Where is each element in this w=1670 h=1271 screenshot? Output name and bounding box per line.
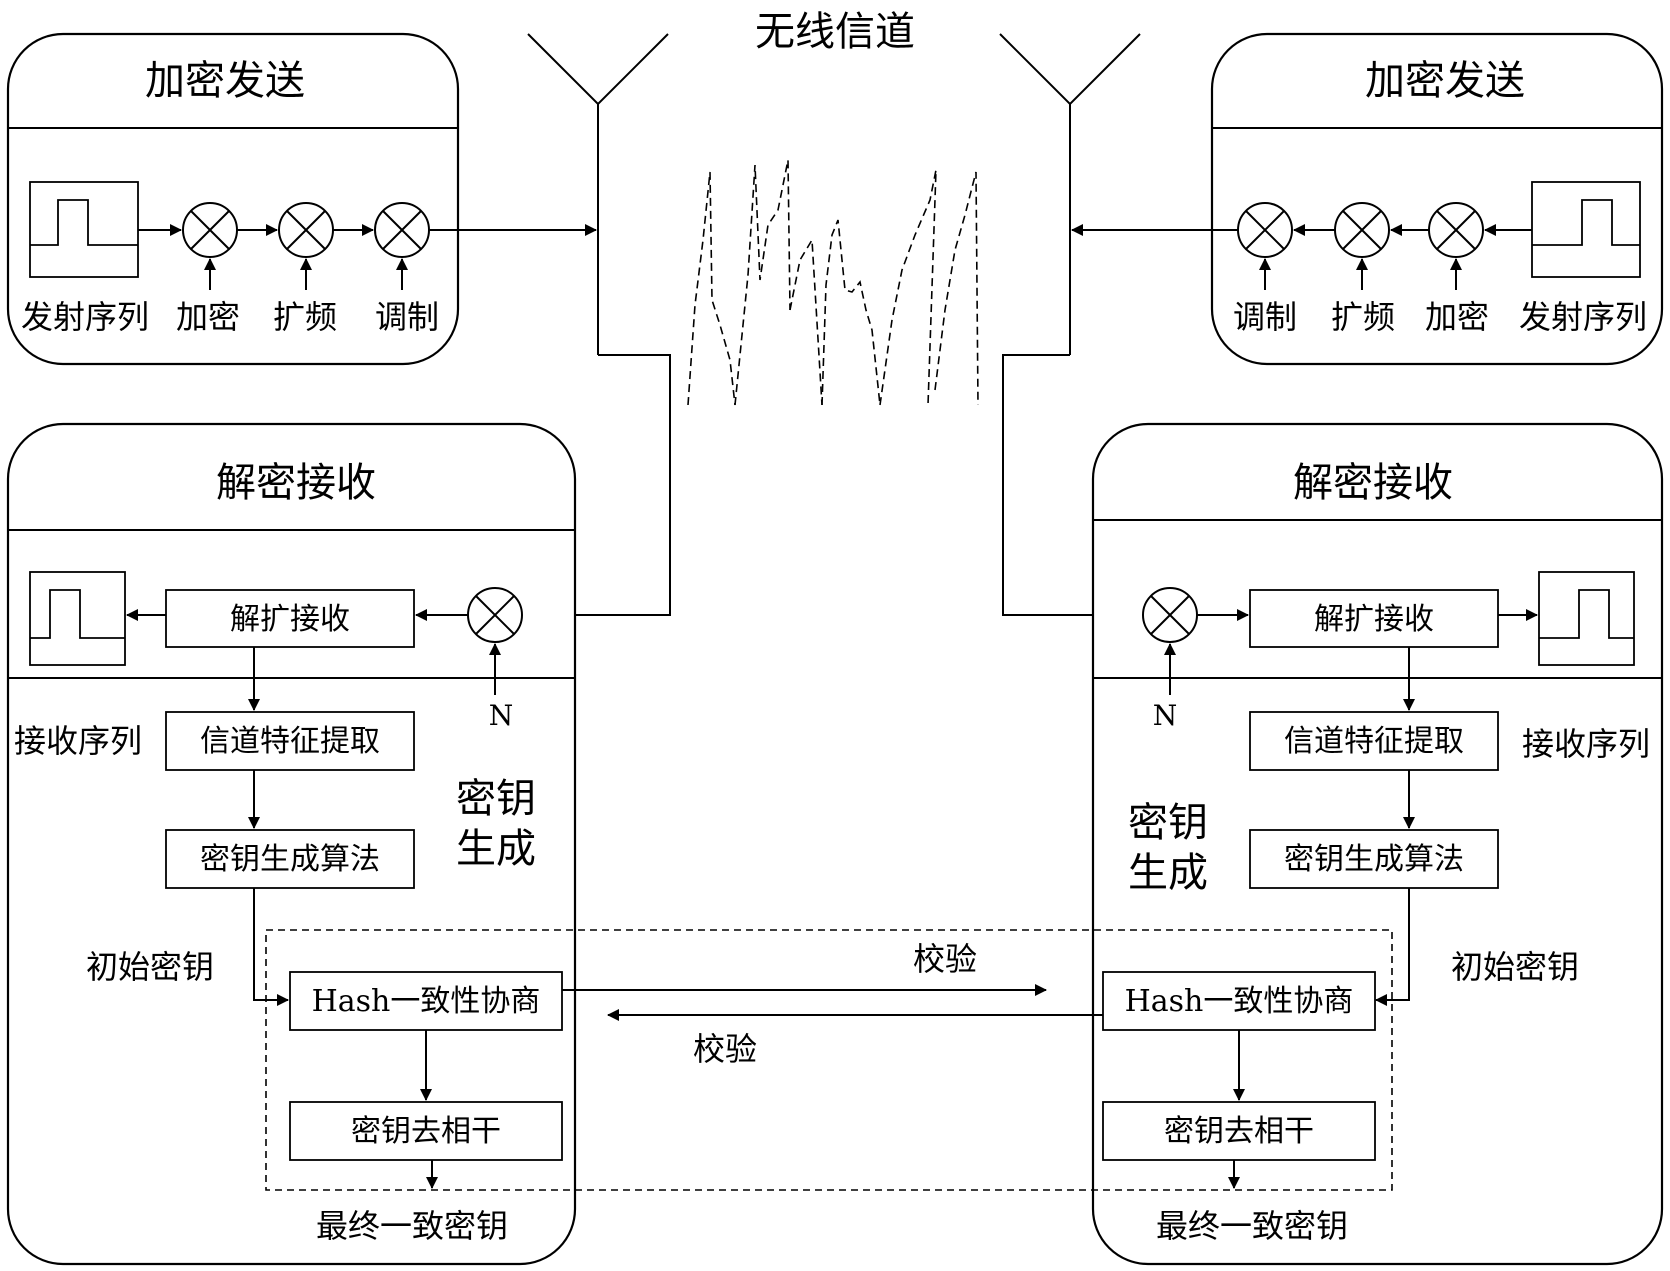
left-receiver-panel: 解密接收 解扩接收 N 接收序列 信道特征提取 密钥生成算法 密钥 生成 初始密… (8, 424, 575, 1264)
right-tx-spread-label: 扩频 (1331, 298, 1395, 336)
right-keygen-label: 密钥生成算法 (1284, 842, 1464, 877)
right-feature-label: 信道特征提取 (1284, 724, 1464, 759)
left-keygen-heading-1: 密钥 (456, 776, 536, 822)
right-keygen-heading-2: 生成 (1128, 850, 1208, 896)
right-initial-key-label: 初始密钥 (1451, 948, 1579, 986)
left-tx-spread-label: 扩频 (273, 298, 337, 336)
right-keygen-heading-1: 密钥 (1128, 800, 1208, 846)
right-tx-modulate-label: 调制 (1233, 298, 1297, 336)
left-keygen-label: 密钥生成算法 (200, 842, 380, 877)
left-noise-label: N (489, 699, 514, 732)
right-transmitter-panel: 加密发送 调制 扩频 加密 发射序列 (1212, 34, 1662, 364)
right-tx-title: 加密发送 (1365, 58, 1525, 104)
left-feature-label: 信道特征提取 (200, 724, 380, 759)
right-receive-seq-label: 接收序列 (1522, 725, 1650, 763)
right-final-key-label: 最终一致密钥 (1156, 1207, 1348, 1245)
left-receive-seq-label: 接收序列 (14, 722, 142, 760)
right-hash-label: Hash一致性协商 (1125, 984, 1354, 1019)
left-initial-key-label: 初始密钥 (86, 948, 214, 986)
channel-title: 无线信道 (755, 9, 915, 55)
left-transmitter-panel: 加密发送 发射序列 加密 扩频 调制 (8, 34, 458, 364)
left-tx-sequence-icon (30, 182, 138, 277)
right-tx-encrypt-label: 加密 (1425, 298, 1489, 336)
right-decorrelate-label: 密钥去相干 (1164, 1114, 1314, 1149)
right-tx-sequence-label: 发射序列 (1519, 298, 1647, 336)
right-rx-sequence-icon (1539, 572, 1634, 665)
left-tx-modulate-label: 调制 (375, 298, 439, 336)
left-despread-label: 解扩接收 (230, 602, 350, 637)
verify-bottom-label: 校验 (693, 1030, 757, 1068)
left-hash-label: Hash一致性协商 (312, 984, 541, 1019)
right-despread-label: 解扩接收 (1314, 602, 1434, 637)
left-final-key-label: 最终一致密钥 (316, 1207, 508, 1245)
right-receiver-panel: 解密接收 N 解扩接收 信道特征提取 接收序列 密钥生成算法 密钥 生成 初始密… (1093, 424, 1662, 1264)
left-rx-title: 解密接收 (216, 460, 376, 506)
left-rx-sequence-icon (30, 572, 125, 665)
right-tx-sequence-icon (1532, 182, 1640, 277)
right-antenna-icon (1000, 34, 1140, 355)
left-tx-title: 加密发送 (145, 58, 305, 104)
right-noise-label: N (1153, 699, 1178, 732)
left-tx-sequence-label: 发射序列 (21, 298, 149, 336)
right-rx-title: 解密接收 (1293, 460, 1453, 506)
left-decorrelate-label: 密钥去相干 (351, 1114, 501, 1149)
left-antenna-icon (528, 34, 668, 355)
verify-top-label: 校验 (913, 940, 977, 978)
fading-channel-waveform (688, 160, 978, 405)
left-keygen-heading-2: 生成 (456, 826, 536, 872)
left-tx-encrypt-label: 加密 (176, 298, 240, 336)
